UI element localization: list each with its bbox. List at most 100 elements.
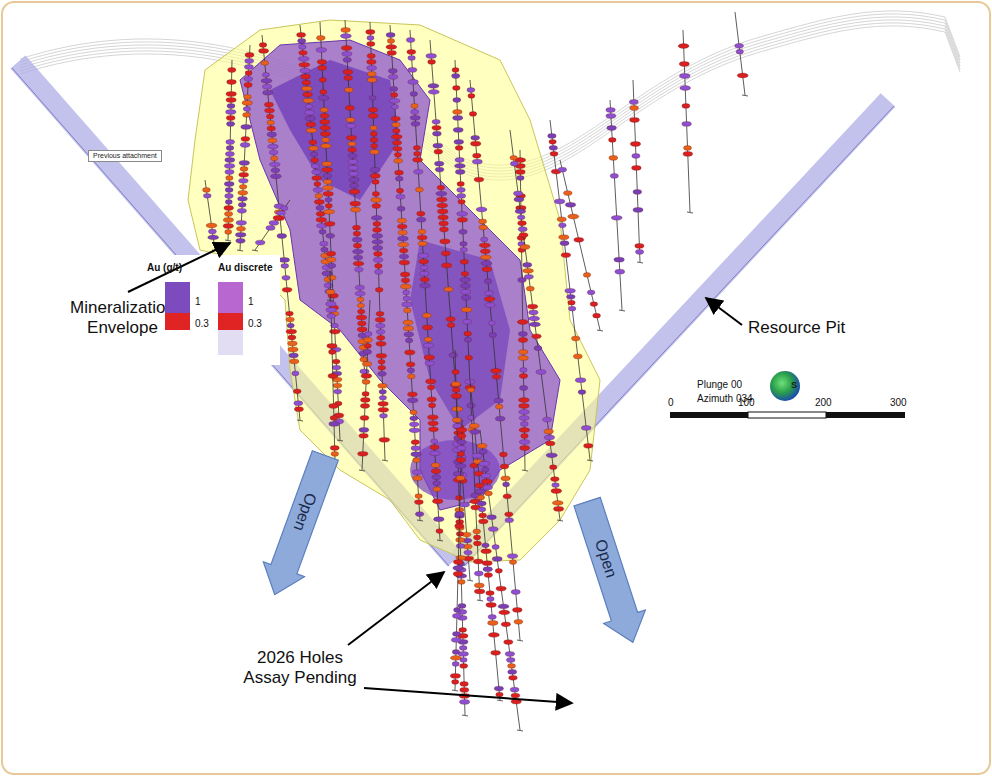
assay-interval [452,74,460,79]
assay-interval [420,283,431,288]
assay-interval [353,261,364,266]
assay-interval [520,422,528,427]
assay-interval [434,149,443,154]
assay-interval [245,59,254,64]
assay-interval [391,134,402,139]
assay-interval [330,329,341,334]
assay-interval [244,65,253,70]
assay-interval [370,174,380,179]
assay-interval [452,614,461,619]
assay-interval [411,452,421,457]
assay-interval [378,383,388,388]
assay-interval [514,619,523,624]
assay-interval [268,144,279,149]
legend-value: 0.3 [248,318,262,330]
assay-interval [633,190,642,195]
assay-interval [474,177,484,182]
assay-interval [451,382,460,387]
assay-interval [364,350,372,355]
hole-end-tick [252,250,258,251]
assay-interval [224,182,234,187]
assay-interval [494,686,503,691]
assay-interval [345,88,354,93]
assay-interval [375,264,383,269]
assay-interval [262,84,271,89]
assay-interval [245,53,254,58]
assay-interval [362,362,371,367]
assay-interval [239,161,249,166]
assay-interval [474,589,484,594]
assay-interval [630,142,640,147]
assay-interval [299,50,307,55]
assay-interval [454,140,464,145]
assay-interval [473,529,481,534]
assay-interval [484,573,492,578]
assay-interval [358,451,368,456]
drill-trace [470,80,520,640]
assay-interval [587,290,595,295]
assay-interval [226,98,236,103]
assay-interval [387,51,396,56]
assay-interval [452,370,459,375]
assay-interval [346,117,355,122]
assay-interval [460,241,467,246]
assay-interval [461,307,472,312]
assay-interval [431,469,440,474]
assay-interval [345,106,354,111]
assay-interval [609,156,618,161]
legend-value: 0.3 [195,318,209,330]
assay-interval [311,158,318,163]
assay-interval [453,98,461,103]
assay-interval [515,209,525,214]
assay-interval [536,370,546,375]
drill-trace [320,22,340,440]
assay-interval [460,682,468,687]
assay-interval [430,445,439,450]
drill-trace [560,160,600,330]
assay-interval [632,154,640,159]
assay-interval [367,72,376,77]
assay-interval [479,243,490,248]
assay-interval [452,662,459,667]
assay-interval [227,80,237,85]
assay-interval [426,54,437,59]
assay-interval [255,240,265,245]
assay-interval [500,452,508,457]
assay-interval [478,507,485,512]
assay-interval [391,104,398,109]
assay-interval [433,143,443,148]
hole-end-tick [742,95,748,96]
assay-interval [479,519,488,524]
assay-interval [326,233,335,238]
open-arrow: Open [253,447,348,604]
assay-interval [488,321,495,326]
assay-interval [315,194,323,199]
assay-interval [376,323,385,328]
assay-interval [575,378,586,383]
assay-interval [482,543,489,548]
assay-interval [476,489,486,494]
assay-interval [236,238,245,243]
assay-interval [271,168,280,173]
assay-interval [225,158,235,163]
assay-interval [451,638,461,643]
assay-interval [409,428,420,433]
assay-interval [418,229,426,234]
assay-interval [348,165,358,170]
assay-interval [398,242,409,247]
assay-interval [488,621,498,626]
assay-interval [410,416,418,421]
assay-interval [391,116,400,121]
scale-number: 0 [668,397,674,409]
assay-interval [519,350,528,355]
assay-interval [332,365,340,370]
assay-interval [552,483,560,488]
assay-interval [388,69,397,74]
assay-interval [503,482,510,487]
assay-interval [359,428,369,433]
assay-interval [372,234,383,239]
assay-interval [453,418,462,423]
assay-interval [453,127,463,132]
assay-interval [325,197,332,202]
legend-heading: Au discrete [218,262,272,274]
